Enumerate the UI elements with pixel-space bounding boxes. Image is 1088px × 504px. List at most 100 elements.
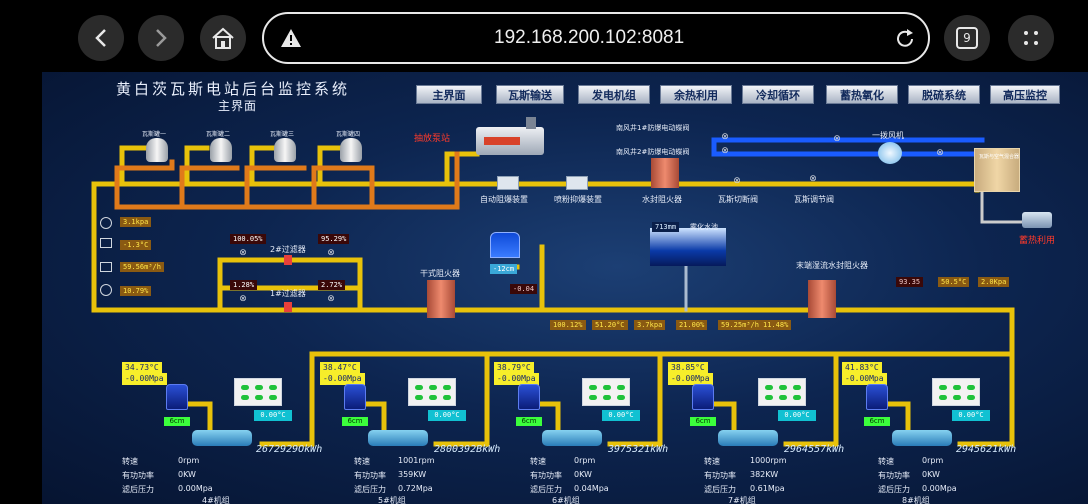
tab-count: 9 (956, 27, 978, 49)
nav-desulfurization[interactable]: 脱硫系统 (908, 85, 980, 104)
pressure-reading: 3.1kpa (120, 217, 152, 227)
pump-icon (518, 384, 540, 410)
unit-name: 7#机组 (728, 496, 756, 504)
unit-energy: 2964557kWh (784, 444, 845, 455)
butterfly-valve-icon[interactable]: ⊗ (721, 146, 729, 156)
unit-temp: 38.85°C (668, 362, 708, 374)
valve-icon[interactable]: ⊗ (327, 294, 335, 304)
speed-value: 0rpm (922, 456, 944, 465)
concentration-reading: 10.79% (120, 286, 152, 296)
speed-label: 转速 (122, 457, 138, 466)
pipe-network (91, 137, 1024, 447)
tabs-button[interactable]: 9 (944, 15, 990, 61)
valve-s2-label: 南风井2#防爆电动蝶阀 (616, 148, 690, 156)
tank-label: 瓦斯罐四 (336, 131, 361, 138)
filter-label: 滤后压力 (122, 485, 154, 494)
manifold-reading: 100.12% (550, 320, 586, 330)
flow-reading: 59.56m³/h (120, 262, 164, 272)
url-text: 192.168.200.102:8081 (494, 27, 685, 48)
filter2-label: 2#过滤器 (270, 245, 306, 254)
power-value: 0KW (574, 470, 592, 479)
end-value: 50.5°C (938, 277, 970, 287)
butterfly-valve-icon[interactable]: ⊗ (833, 134, 841, 144)
pump-icon (344, 384, 366, 410)
power-label: 有功功率 (704, 471, 736, 480)
generator-icon (892, 430, 952, 446)
filter-value: 0.00Mpa (922, 484, 957, 493)
mixer: 瓦斯与空气混合器 (974, 148, 1020, 192)
more-icon (1024, 31, 1038, 45)
valve-icon[interactable]: ⊗ (239, 294, 247, 304)
temperature-reading: -1.3°C (120, 240, 152, 250)
unit-pressure: -0.00Mpa (122, 373, 167, 385)
powder-suppressor (566, 176, 588, 190)
nav-heat-oxidation[interactable]: 蓄热氧化 (826, 85, 898, 104)
home-icon (212, 27, 234, 49)
manifold-reading: 59.25m³/h (718, 320, 762, 330)
gas-tank-3 (274, 138, 296, 162)
unit-level: 6cm (864, 417, 890, 426)
power-value: 0KW (922, 470, 940, 479)
generator-icon (368, 430, 428, 446)
nav-generator[interactable]: 发电机组 (578, 85, 650, 104)
power-label: 有功功率 (354, 471, 386, 480)
unit-pressure: -0.00Mpa (320, 373, 365, 385)
filter-reading: 1.28% (230, 280, 258, 290)
valve-icon[interactable]: ⊗ (239, 248, 247, 258)
nav-waste-heat[interactable]: 余热利用 (660, 85, 732, 104)
back-button[interactable] (78, 15, 124, 61)
butterfly-valve-icon[interactable]: ⊗ (721, 132, 729, 142)
regulator-valve-icon[interactable]: ⊗ (809, 174, 817, 184)
powder-suppressor-label: 喷粉抑爆装置 (554, 195, 602, 204)
nav-high-voltage[interactable]: 高压监控 (990, 85, 1060, 104)
chevron-left-icon (95, 29, 106, 47)
filter1-label: 1#过滤器 (270, 289, 306, 298)
scada-panel: 黄白茨瓦斯电站后台监控系统 主界面 主界面 瓦斯输送 发电机组 余热利用 冷却循… (42, 72, 1088, 504)
nav-gas-transport[interactable]: 瓦斯输送 (496, 85, 564, 104)
heat-storage-unit (1022, 212, 1052, 228)
water-seal-arrester (651, 158, 679, 188)
speed-label: 转速 (878, 457, 894, 466)
manifold-reading: 11.48% (760, 320, 792, 330)
forward-button[interactable] (138, 15, 184, 61)
manifold-reading: 21.00% (676, 320, 708, 330)
end-value: 2.0Kpa (978, 277, 1010, 287)
unit-energy: 2672929OkWh (256, 444, 323, 455)
fan-label: 一拨风机 (872, 131, 904, 140)
menu-button[interactable] (1008, 15, 1054, 61)
auto-arrester-label: 自动阻爆装置 (480, 195, 528, 204)
power-value: 359KW (398, 470, 427, 479)
pump-icon (166, 384, 188, 410)
flowmeter-icon (100, 262, 112, 272)
filter-value: 0.00Mpa (178, 484, 213, 493)
water-tank (490, 232, 520, 258)
control-panel (408, 378, 456, 406)
nav-main[interactable]: 主界面 (416, 85, 482, 104)
control-panel (758, 378, 806, 406)
butterfly-valve-icon[interactable]: ⊗ (936, 148, 944, 158)
speed-value: 0rpm (178, 456, 200, 465)
fan-icon[interactable] (878, 142, 902, 164)
speed-value: 1001rpm (398, 456, 435, 465)
tank-label: 瓦斯罐一 (142, 131, 167, 138)
address-bar[interactable]: 192.168.200.102:8081 (262, 12, 930, 64)
pump-station-label: 抽放泵站 (414, 134, 451, 144)
home-button[interactable] (200, 15, 246, 61)
filter-value: 0.61Mpa (750, 484, 785, 493)
reload-icon[interactable] (894, 28, 916, 50)
gas-tank-2 (210, 138, 232, 162)
tank-label: 瓦斯罐二 (206, 131, 231, 138)
chevron-right-icon (156, 29, 167, 47)
speed-label: 转速 (704, 457, 720, 466)
valve-icon[interactable]: ⊗ (327, 248, 335, 258)
unit-level: 6cm (690, 417, 716, 426)
system-title: 黄白茨瓦斯电站后台监控系统 (116, 80, 351, 98)
unit-display: 0.00°C (778, 410, 816, 421)
end-arrester (808, 280, 836, 318)
gas-cutoff-valve-icon[interactable]: ⊗ (733, 176, 741, 186)
unit-name: 5#机组 (378, 496, 406, 504)
filter-reading: 95.29% (318, 234, 350, 244)
browser-toolbar: 192.168.200.102:8081 9 (0, 0, 1088, 72)
nav-cooling[interactable]: 冷却循环 (742, 85, 814, 104)
filter-label: 滤后压力 (704, 485, 736, 494)
